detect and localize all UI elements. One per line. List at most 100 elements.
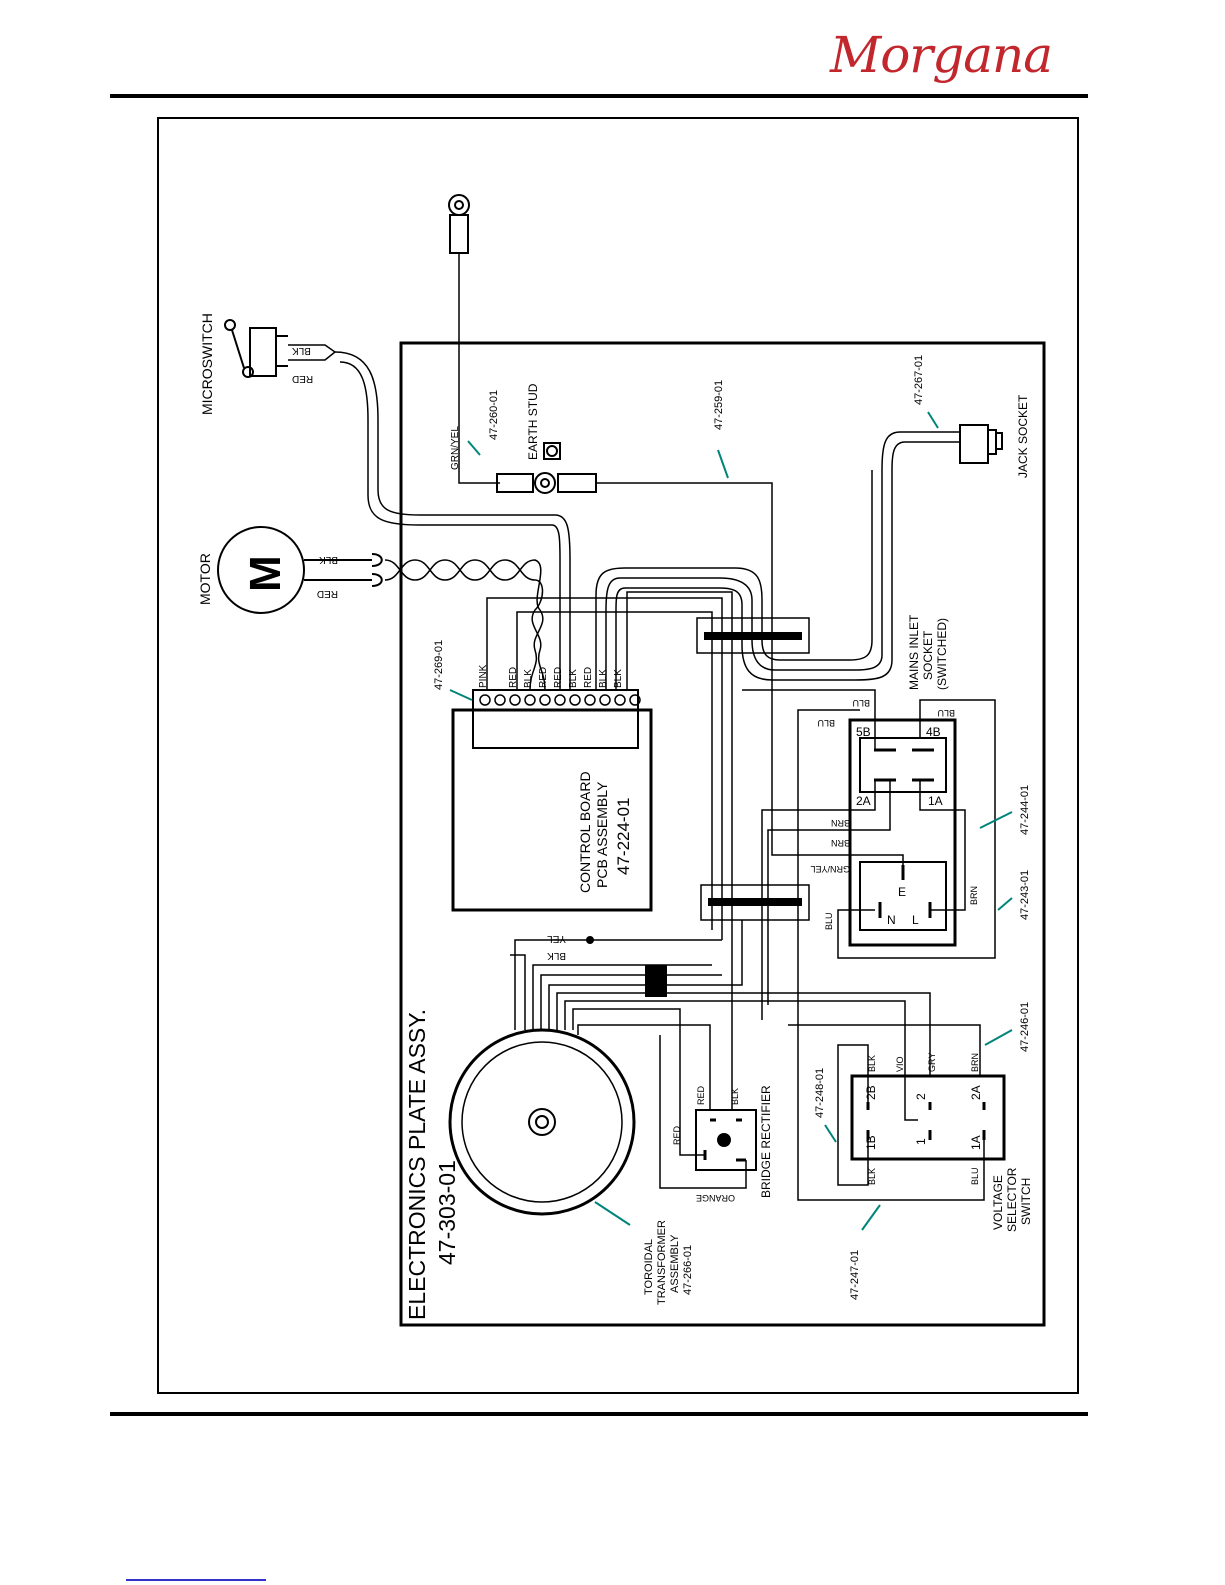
pcb-wire-9: BLK bbox=[613, 669, 624, 688]
vsel-wire-blk-1: BLK bbox=[867, 1055, 877, 1072]
jack-cable-return bbox=[595, 470, 873, 661]
control-board-part: 47-224-01 bbox=[614, 797, 633, 875]
microswitch-wire-blk: BLK bbox=[292, 345, 311, 356]
wire-bundle-tie bbox=[645, 965, 667, 997]
vsel-terminal-1a: 1A bbox=[969, 1135, 983, 1150]
motor-leads bbox=[304, 553, 383, 587]
terminal-n: N bbox=[887, 913, 896, 927]
footer-link-underline[interactable] bbox=[126, 1579, 266, 1581]
pcb-wire-1: PINK bbox=[478, 664, 489, 688]
microswitch-cable-outer bbox=[334, 351, 571, 660]
earth-ring-terminal bbox=[448, 194, 470, 254]
earth-stud bbox=[496, 442, 597, 494]
cable-clamp-upper-bar bbox=[704, 632, 802, 640]
control-board-header bbox=[472, 709, 639, 749]
cable-clamp-lower bbox=[700, 884, 810, 921]
toroidal-label-3: ASSEMBLY bbox=[669, 1234, 681, 1293]
voltage-selector-label-1: VOLTAGE bbox=[991, 1175, 1005, 1230]
part-47-260-01: 47-260-01 bbox=[488, 390, 500, 440]
toroidal-label-4: 47-266-01 bbox=[682, 1245, 694, 1295]
jack-socket-icon bbox=[959, 424, 1003, 464]
brand-logo: Morgana bbox=[830, 26, 1070, 96]
vsel-wire-brn: BRN bbox=[970, 1053, 980, 1072]
leader-47-246-01 bbox=[984, 1029, 1013, 1046]
mains-inlet-label-3: (SWITCHED) bbox=[935, 618, 949, 690]
leader-47-244-01 bbox=[979, 811, 1013, 829]
mains-wire-brn-2: BRN bbox=[831, 838, 850, 848]
orange-wire bbox=[659, 1035, 747, 1189]
part-47-259-01: 47-259-01 bbox=[713, 380, 725, 430]
bridge-rectifier bbox=[695, 1109, 757, 1171]
leader-47-248-01 bbox=[824, 1124, 837, 1143]
part-47-243-01: 47-243-01 bbox=[1019, 870, 1031, 920]
vsel-terminal-1: 1 bbox=[914, 1138, 928, 1145]
footer-rule bbox=[110, 1412, 1088, 1416]
mains-wire-brn-3: BRN bbox=[969, 886, 979, 905]
terminal-screws bbox=[479, 694, 641, 706]
pcb-wire-runs bbox=[486, 591, 733, 1000]
leader-47-267-01 bbox=[927, 411, 939, 429]
leader-47-243-01 bbox=[997, 897, 1013, 911]
brand-text: Morgana bbox=[830, 26, 1053, 84]
toroidal-center-hole bbox=[535, 1115, 549, 1129]
control-board-label-2: PCB ASSEMBLY bbox=[594, 781, 610, 888]
mains-wire-blu-1: BLU bbox=[852, 698, 870, 708]
mains-wires bbox=[742, 689, 996, 1025]
mains-inlet-label-2: SOCKET bbox=[921, 630, 935, 680]
terminal-4b: 4B bbox=[926, 725, 941, 739]
pcb-wire-8: BLK bbox=[598, 669, 609, 688]
terminal-e: E bbox=[898, 885, 906, 899]
voltage-selector-label-3: SWITCH bbox=[1019, 1178, 1033, 1225]
jack-cable-outer bbox=[605, 431, 960, 671]
earth-stud-label: EARTH STUD bbox=[526, 383, 540, 460]
pcb-wire-4: RED bbox=[538, 667, 549, 688]
pcb-wire-2: RED bbox=[508, 667, 519, 688]
toroidal-center bbox=[528, 1108, 556, 1136]
jack-cable-inner bbox=[615, 441, 960, 681]
mains-inlet-label-1: MAINS INLET bbox=[907, 614, 921, 690]
terminal-5b: 5B bbox=[856, 725, 871, 739]
part-47-248-01: 47-248-01 bbox=[814, 1068, 826, 1118]
mains-inlet-body bbox=[848, 718, 957, 947]
mains-wire-blu-2: BLU bbox=[817, 718, 835, 728]
terminal-block bbox=[472, 689, 639, 711]
microswitch-wire-red: RED bbox=[292, 373, 313, 384]
motor-label: MOTOR bbox=[197, 553, 213, 605]
earth-link-wire bbox=[596, 482, 773, 690]
vsel-wire-blk-2: BLK bbox=[867, 1168, 877, 1185]
mains-wire-grn-yel: GRN/YEL bbox=[810, 864, 850, 874]
motor-twisted-pair-a bbox=[384, 559, 546, 691]
voltage-selector-contacts bbox=[866, 1102, 986, 1140]
voltage-selector-switch bbox=[850, 1074, 1006, 1161]
vsel-terminal-2a: 2A bbox=[969, 1085, 983, 1100]
cable-clamp-upper bbox=[696, 617, 810, 654]
mains-wire-blu-4: BLU bbox=[824, 912, 834, 930]
leader-47-269-01 bbox=[449, 689, 473, 701]
rectifier-wire-red-2: RED bbox=[672, 1125, 682, 1145]
leader-47-260-01 bbox=[467, 440, 481, 456]
rectifier-wire-blk: BLK bbox=[730, 1088, 740, 1105]
vsel-terminal-2b: 2B bbox=[864, 1085, 878, 1100]
bridge-rectifier-label: BRIDGE RECTIFIER bbox=[759, 1085, 773, 1198]
transformer-wire-blk: BLK bbox=[547, 950, 566, 961]
mains-switch-contacts bbox=[874, 748, 934, 782]
pcb-wire-6: BLK bbox=[568, 669, 579, 688]
motor-twisted-pair-b bbox=[384, 559, 544, 691]
diagram-title: ELECTRONICS PLATE ASSY. bbox=[404, 1009, 430, 1320]
part-47-269-01: 47-269-01 bbox=[433, 640, 445, 690]
leader-toroidal bbox=[594, 1201, 631, 1226]
pcb-wire-3: BLK bbox=[523, 669, 534, 688]
pcb-wire-7: RED bbox=[583, 667, 594, 688]
leader-47-259-01 bbox=[717, 449, 729, 479]
voltage-selector-wires bbox=[797, 1025, 985, 1201]
voltage-selector-label-2: SELECTOR bbox=[1005, 1167, 1019, 1232]
terminal-l: L bbox=[912, 913, 919, 927]
earth-wire-color: GRN/YEL bbox=[450, 426, 461, 470]
mains-wire-brn-1: BRN bbox=[831, 818, 850, 828]
leader-47-247-01 bbox=[861, 1204, 881, 1231]
vsel-wire-gry: GRY bbox=[927, 1053, 937, 1072]
transformer-wire-yel: YEL bbox=[547, 933, 566, 944]
rectifier-wire-orange: ORANGE bbox=[696, 1193, 735, 1203]
